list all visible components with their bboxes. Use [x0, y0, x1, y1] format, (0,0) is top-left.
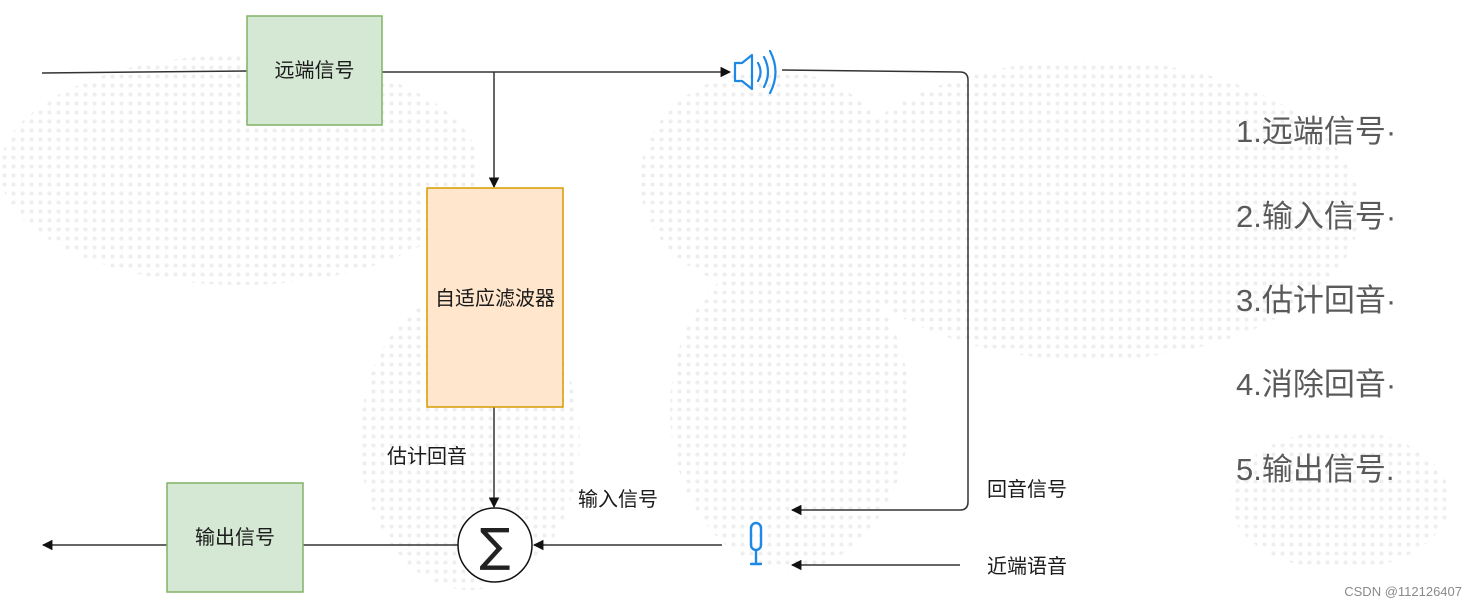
- input-signal-label: 输入信号: [578, 488, 658, 511]
- speaker-icon: [733, 49, 777, 95]
- connectors: [41, 66, 969, 571]
- output-signal-label: 输出信号: [195, 526, 275, 549]
- near-end-speech-label: 近端语音: [987, 555, 1067, 578]
- echo-path-arrow: [781, 69, 969, 516]
- far-end-input-line: [41, 70, 248, 74]
- step-item: 4.消除回音·: [1236, 367, 1397, 402]
- summation-symbol: ∑: [480, 518, 511, 572]
- summation-circle: [457, 507, 533, 583]
- microphone-icon: [749, 521, 763, 566]
- step-list: 1.远端信号· 2.输入信号· 3.估计回音· 4.消除回音· 5.输出信号.: [1236, 0, 1456, 607]
- far-end-signal-label: 远端信号: [275, 59, 355, 82]
- estimated-echo-label: 估计回音: [387, 445, 467, 468]
- adaptive-filter-node: 自适应滤波器: [426, 187, 564, 408]
- step-item: 2.输入信号·: [1236, 199, 1397, 234]
- step-item: 1.远端信号·: [1236, 114, 1397, 149]
- far-end-signal-box: [246, 15, 383, 126]
- adaptive-filter-label: 自适应滤波器: [435, 287, 555, 310]
- output-signal-node: 输出信号: [166, 482, 304, 593]
- adaptive-filter-box: [426, 187, 564, 408]
- far-end-signal-node: 远端信号: [246, 15, 383, 126]
- step-item: 5.输出信号.: [1236, 452, 1395, 487]
- step-item: 3.估计回音·: [1236, 283, 1397, 318]
- watermark: CSDN @112126407: [1344, 584, 1462, 599]
- summation-node: ∑: [457, 507, 533, 583]
- echo-signal-label: 回音信号: [987, 478, 1067, 501]
- output-signal-box: [166, 482, 304, 593]
